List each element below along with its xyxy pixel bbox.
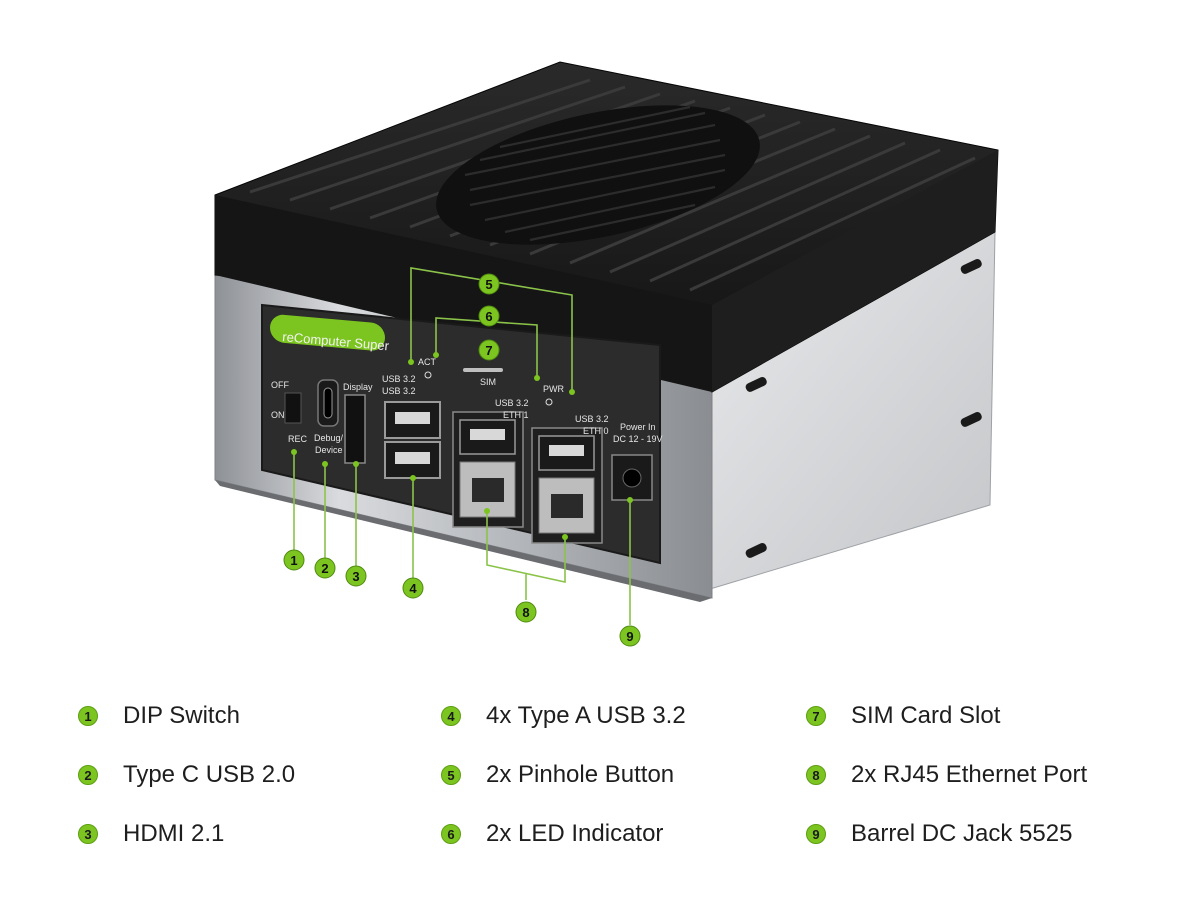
legend-label: HDMI 2.1	[123, 820, 225, 847]
usb-a-port-eth0[interactable]	[538, 435, 595, 471]
pwr-label: PWR	[543, 384, 564, 394]
debug-label: Debug/	[314, 433, 344, 443]
legend-item-usb-a: 4 4x Type A USB 3.2	[441, 696, 686, 736]
legend-item-rj45: 8 2x RJ45 Ethernet Port	[806, 755, 1087, 795]
svg-text:4: 4	[409, 581, 417, 596]
legend-item-pinhole: 5 2x Pinhole Button	[441, 755, 674, 795]
leader-dots	[291, 352, 633, 540]
legend-label: Barrel DC Jack 5525	[851, 820, 1073, 847]
dc-range-label: DC 12 - 19V	[613, 434, 663, 444]
svg-text:1: 1	[290, 553, 297, 568]
callout-7: 7	[478, 339, 500, 361]
hdmi-port[interactable]	[344, 394, 366, 464]
legend-badge-1: 1	[78, 706, 98, 726]
callout-8: 8	[515, 601, 537, 623]
power-in-label: Power In	[620, 422, 656, 432]
legend-badge-4: 4	[441, 706, 461, 726]
legend-item-dip-switch: 1 DIP Switch	[78, 696, 240, 736]
legend-label: 4x Type A USB 3.2	[486, 702, 686, 729]
io-panel: reComputer Super OFF ON REC Debug/ Devic…	[261, 303, 663, 565]
legend-item-hdmi: 3 HDMI 2.1	[78, 814, 224, 854]
callout-3: 3	[345, 565, 367, 587]
callout-9: 9	[619, 625, 641, 647]
power-icon	[545, 398, 553, 406]
dip-switch[interactable]	[284, 392, 302, 424]
legend-item-sim: 7 SIM Card Slot	[806, 696, 1000, 736]
legend-label: SIM Card Slot	[851, 702, 1001, 729]
legend-badge-2: 2	[78, 765, 98, 785]
act-label: ACT	[418, 357, 437, 367]
svg-text:2: 2	[321, 561, 328, 576]
legend-label: DIP Switch	[123, 702, 240, 729]
screw-slot	[745, 543, 767, 558]
svg-text:7: 7	[485, 343, 492, 358]
usb-eth1-label: USB 3.2	[495, 398, 529, 408]
svg-text:8: 8	[522, 605, 529, 620]
svg-text:3: 3	[352, 569, 359, 584]
usb-eth0-label: USB 3.2	[575, 414, 609, 424]
legend-badge-9: 9	[806, 824, 826, 844]
display-label: Display	[343, 382, 373, 392]
device-label: Device	[315, 445, 343, 455]
screw-slot	[960, 259, 982, 274]
legend: 1 DIP Switch 2 Type C USB 2.0 3 HDMI 2.1…	[0, 690, 1200, 870]
legend-label: Type C USB 2.0	[123, 761, 296, 788]
legend-item-type-c: 2 Type C USB 2.0	[78, 755, 295, 795]
sim-label: SIM	[480, 377, 496, 387]
screw-slot	[745, 377, 767, 392]
callout-2: 2	[314, 557, 336, 579]
legend-badge-6: 6	[441, 824, 461, 844]
eth0-label: ETH 0	[583, 426, 609, 436]
dip-on-label: ON	[271, 410, 285, 420]
callout-1: 1	[283, 549, 305, 571]
act-led-icon	[424, 371, 432, 379]
callout-5: 5	[478, 273, 500, 295]
rec-label: REC	[288, 434, 308, 444]
usb-top-label: USB 3.2	[382, 374, 416, 384]
callout-badges: 1 2 3 4 5 6 7 8	[283, 273, 641, 647]
legend-badge-8: 8	[806, 765, 826, 785]
legend-label: 2x RJ45 Ethernet Port	[851, 761, 1088, 788]
svg-text:5: 5	[485, 277, 492, 292]
legend-badge-7: 7	[806, 706, 826, 726]
legend-label: 2x LED Indicator	[486, 820, 664, 847]
eth1-label: ETH 1	[503, 410, 529, 420]
dip-off-label: OFF	[271, 380, 289, 390]
callout-6: 6	[478, 305, 500, 327]
legend-badge-3: 3	[78, 824, 98, 844]
svg-text:6: 6	[485, 309, 492, 324]
usb-bottom-label: USB 3.2	[382, 386, 416, 396]
legend-label: 2x Pinhole Button	[486, 761, 675, 788]
screw-slot	[960, 412, 982, 427]
legend-item-dc-jack: 9 Barrel DC Jack 5525	[806, 814, 1072, 854]
sim-slot[interactable]	[463, 368, 503, 372]
legend-badge-5: 5	[441, 765, 461, 785]
brand-badge	[270, 314, 385, 351]
fan-grille	[436, 105, 760, 245]
svg-text:9: 9	[626, 629, 633, 644]
legend-item-led: 6 2x LED Indicator	[441, 814, 663, 854]
device-diagram: reComputer Super OFF ON REC Debug/ Devic…	[214, 61, 999, 647]
callout-4: 4	[402, 577, 424, 599]
